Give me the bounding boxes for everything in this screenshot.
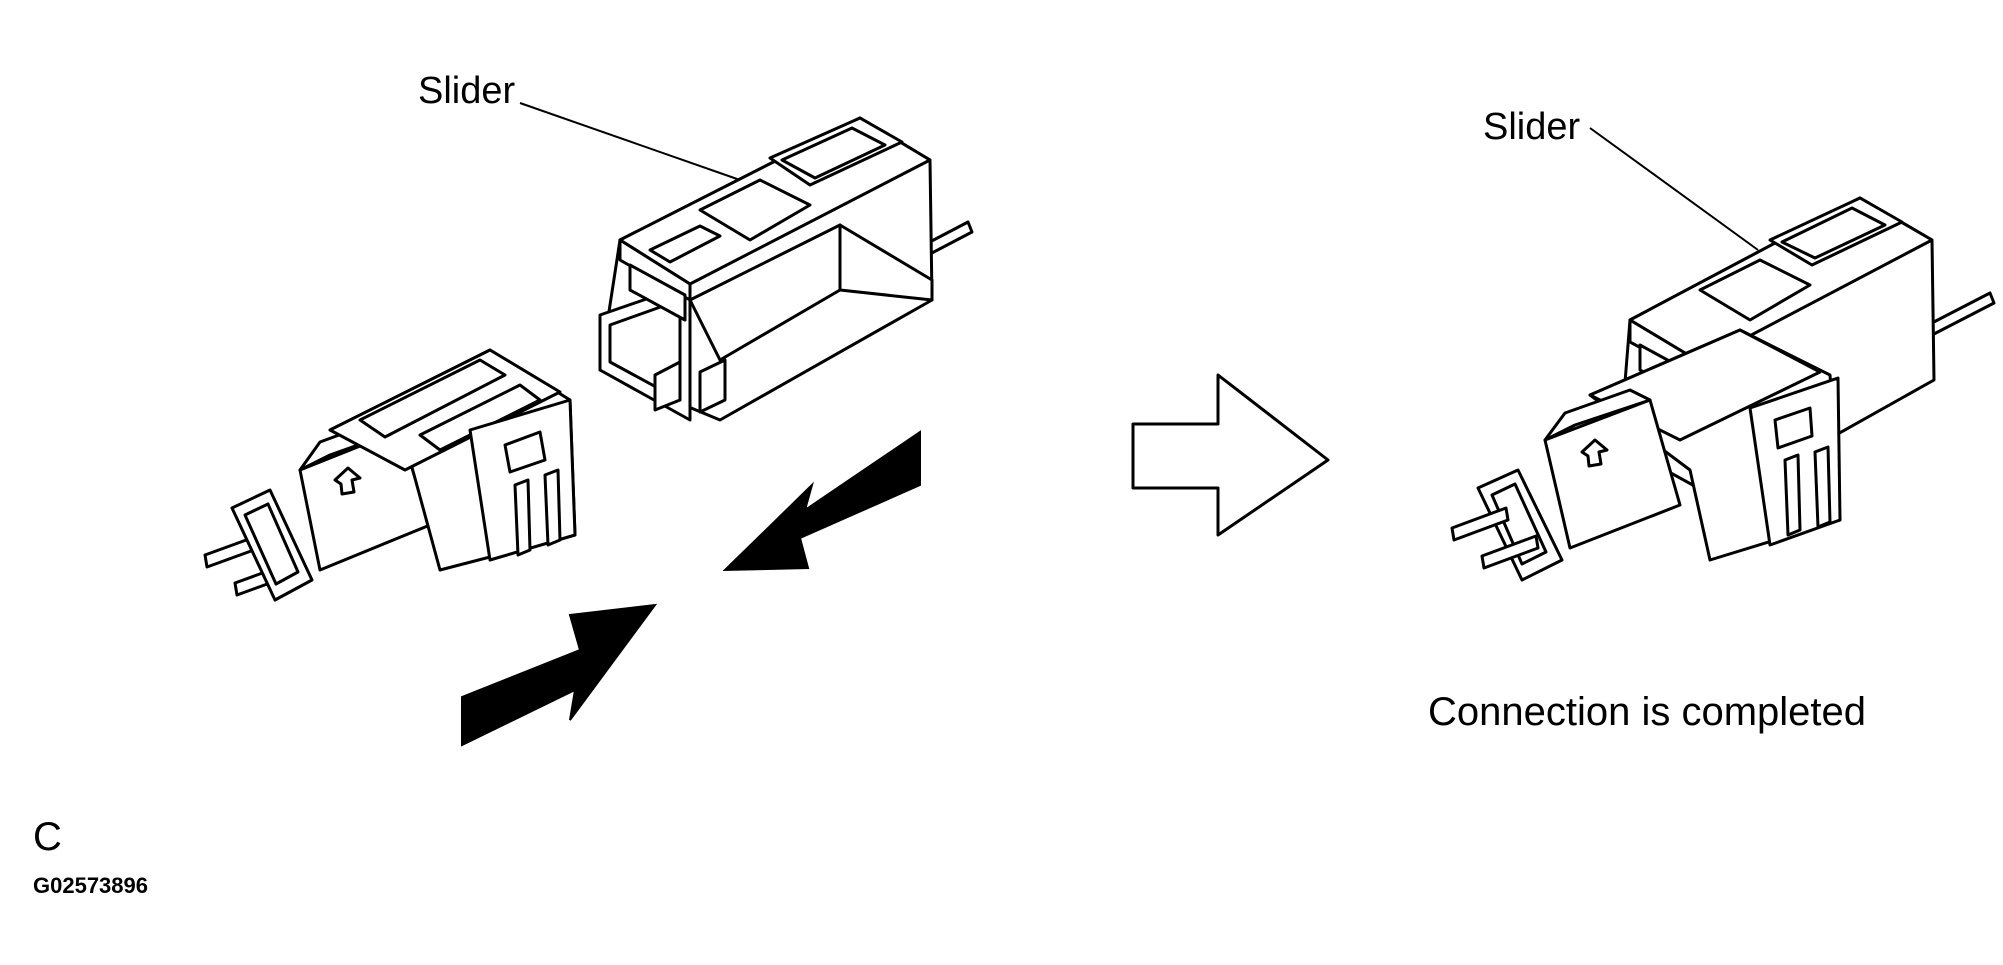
connection-caption: Connection is completed	[1428, 690, 1867, 734]
solid-diagonal-arrow-icon	[461, 603, 658, 747]
female-connector-housing	[598, 116, 974, 422]
outline-right-arrow-icon	[1131, 373, 1330, 537]
slider-leader-line-right	[1589, 127, 1759, 251]
slider-leader-line-left	[519, 102, 741, 181]
solid-diagonal-arrow-icon	[722, 430, 921, 572]
connected-connector-assembly	[1450, 196, 1996, 582]
panel-letter: C	[33, 815, 62, 859]
slider-label: Slider	[418, 70, 516, 112]
slider-label: Slider	[1483, 106, 1581, 148]
figure-id: G02573896	[33, 873, 148, 898]
male-connector-housing	[203, 348, 577, 602]
